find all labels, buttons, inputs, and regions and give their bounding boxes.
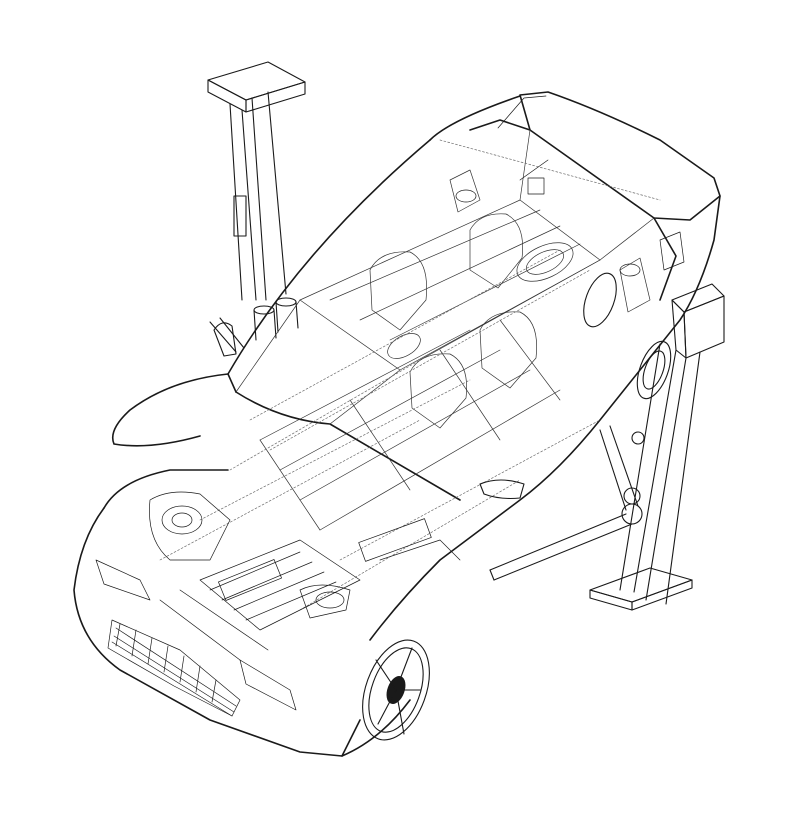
engine-bay [149,491,461,661]
car-body [73,91,721,757]
lift-post-back [207,61,306,341]
wheel-icon [362,639,430,741]
front-grille [95,559,297,717]
lift-post-front [589,283,725,611]
lift-arm [209,317,645,581]
side-mirror [213,322,525,500]
cabin-structure [235,129,655,531]
rear-section [455,95,685,277]
rear-wheel [583,272,672,400]
